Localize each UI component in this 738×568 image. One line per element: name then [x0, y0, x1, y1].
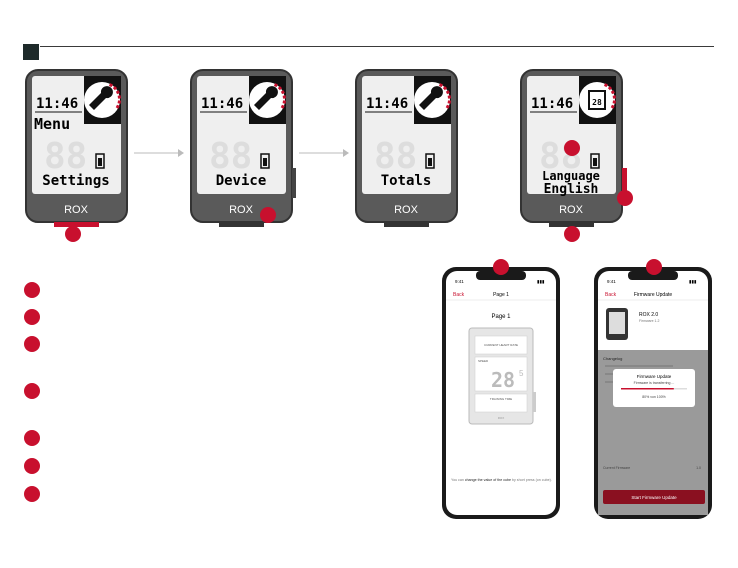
callout-dot	[564, 140, 580, 156]
step-dot	[24, 430, 40, 446]
callout-dot	[65, 226, 81, 242]
step-dot	[24, 282, 40, 298]
step-dot	[24, 486, 40, 502]
footer-hint: You can change the value of the cube by …	[451, 478, 552, 482]
device-time: 11:46	[366, 96, 408, 112]
wrench-icon	[419, 86, 443, 110]
data-cube-3[interactable]	[474, 393, 528, 413]
page-heading: Page 1	[491, 314, 511, 320]
device-illustration-3: 11:46 88 Totals ROX	[354, 68, 459, 228]
wrench-icon	[89, 86, 113, 110]
svg-text:28: 28	[592, 98, 602, 107]
nav-title: Firmware Update	[634, 292, 673, 298]
device-line2: Device	[216, 173, 267, 189]
current-fw-value: 1.0	[696, 466, 701, 470]
svg-text:▮▮▮: ▮▮▮	[537, 279, 545, 284]
device-line2: Settings	[42, 173, 109, 189]
current-fw-label: Current Firmware	[603, 466, 630, 470]
arrow-right-icon	[134, 149, 184, 157]
section-marker	[23, 44, 39, 60]
device-time: 11:46	[36, 96, 78, 112]
start-update-label: Start Firmware Update	[631, 495, 677, 500]
dialog-progress: 80% von 100%	[642, 395, 666, 399]
device-time: 11:46	[531, 96, 573, 112]
cube-label-1: CURRENT HEART RATE	[484, 343, 518, 347]
calendar-icon: 28	[588, 90, 606, 110]
cube-brand: ROX	[498, 416, 505, 420]
device-firmware: Firmware 1.2	[639, 319, 659, 323]
device-brand: ROX	[229, 204, 254, 216]
device-line1: Menu	[34, 115, 70, 133]
start-update-button[interactable]	[603, 490, 705, 504]
callout-dot	[617, 190, 633, 206]
back-link[interactable]: Back	[453, 292, 465, 298]
status-time: 9:41	[607, 279, 616, 284]
device-line2: Totals	[381, 173, 432, 189]
step-dot	[24, 383, 40, 399]
device-illustration-4: 28 11:46 88 Language English ROX	[519, 68, 627, 228]
status-time: 9:41	[455, 279, 464, 284]
wrench-icon	[254, 86, 278, 110]
nav-title: Page 1	[493, 292, 509, 298]
callout-dot	[260, 207, 276, 223]
device-illustration-2: 11:46 88 Device ROX	[189, 68, 296, 228]
svg-text:88: 88	[209, 136, 252, 177]
step-dot	[24, 336, 40, 352]
device-time: 11:46	[201, 96, 243, 112]
data-cube-1[interactable]	[474, 335, 528, 355]
step-dot	[24, 458, 40, 474]
back-link[interactable]: Back	[605, 292, 617, 298]
section-rule	[40, 46, 714, 47]
svg-text:88: 88	[44, 136, 87, 177]
cube-sup: 5	[519, 369, 524, 378]
device-line3: English	[544, 182, 599, 197]
callout-dot	[493, 259, 509, 275]
device-name: ROX 2.0	[639, 312, 658, 318]
svg-text:▮▮▮: ▮▮▮	[689, 279, 697, 284]
progress-bar	[621, 388, 674, 390]
cube-label-2: SPEED	[478, 359, 489, 363]
dialog-title: Firmware Update	[637, 374, 672, 379]
device-brand: ROX	[64, 204, 89, 216]
changelog-heading: Changelog	[603, 356, 622, 361]
data-cube-2[interactable]	[474, 356, 528, 392]
device-brand: ROX	[394, 204, 419, 216]
dialog-subtitle: Firmware is transferring ...	[634, 381, 675, 385]
arrow-right-icon	[299, 149, 349, 157]
cube-label-3: TRAINING TIME	[490, 397, 512, 401]
phone-page-setup: 9:41 ▮▮▮ Back Page 1 Page 1 CURRENT HEAR…	[441, 266, 561, 520]
device-illustration-1: 11:46 Menu 88 Settings ROX	[24, 68, 129, 228]
phone-firmware-update: 9:41 ▮▮▮ Back Firmware Update ROX 2.0 Fi…	[593, 266, 713, 520]
device-brand: ROX	[559, 204, 584, 216]
svg-text:88: 88	[374, 136, 417, 177]
device-line2: Language	[542, 169, 600, 183]
step-dot	[24, 309, 40, 325]
callout-dot	[646, 259, 662, 275]
callout-dot	[564, 226, 580, 242]
cube-value: 28	[491, 368, 515, 392]
